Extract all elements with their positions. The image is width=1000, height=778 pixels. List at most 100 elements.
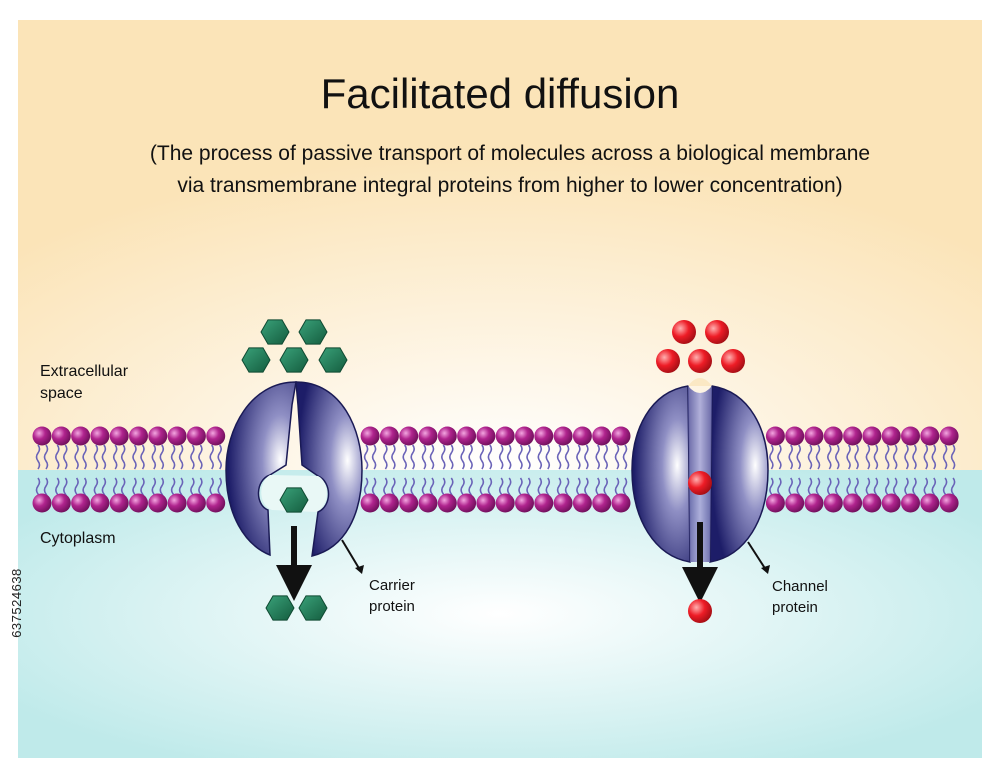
lipid-head [129, 493, 148, 513]
lipid-tail [487, 444, 493, 470]
lipid-head [495, 493, 515, 513]
lipid-head [495, 426, 515, 446]
lipid-head [785, 426, 805, 446]
lipid-tail [410, 444, 415, 470]
lipid-head [437, 493, 457, 513]
lipid-head [71, 426, 91, 446]
extracellular-label: Extracellular space [40, 361, 128, 405]
lipid-tail [82, 444, 87, 470]
lipid-tail [159, 444, 165, 470]
channel-protein-label: Channel protein [772, 576, 828, 618]
lipid-head [51, 493, 71, 513]
lipid-tail [74, 444, 79, 470]
lipid-head [611, 426, 631, 446]
lipid-head [804, 493, 824, 513]
carrier-solute-molecule [260, 319, 290, 345]
channel-solutes [656, 320, 745, 623]
lipid-tail [788, 444, 793, 470]
lipid-tail [421, 444, 427, 470]
lipid-tail [942, 444, 948, 470]
lipid-head [920, 426, 940, 446]
lipid-tail [518, 444, 523, 470]
lipid-tail [526, 444, 531, 470]
lipid-head [148, 493, 168, 513]
lipid-tail [217, 444, 222, 470]
lipid-head [901, 426, 920, 446]
carrier-protein-label: Carrier protein [369, 575, 415, 617]
lipid-tail [576, 444, 581, 470]
lipid-head [418, 493, 438, 513]
lipid-tail [391, 444, 396, 470]
lipid-head [592, 426, 612, 446]
lipid-head [109, 493, 129, 513]
lipid-tail [931, 444, 937, 470]
lipid-tail [835, 444, 840, 470]
cytoplasm-region [18, 470, 982, 758]
lipid-tail [43, 444, 49, 470]
lipid-head [823, 426, 843, 446]
lipid-head [572, 426, 592, 446]
lipid-head [109, 426, 129, 446]
lipid-tail [904, 444, 909, 470]
channel-solute-molecule [721, 349, 745, 373]
lipid-tail [140, 444, 145, 470]
lipid-tail [178, 444, 184, 470]
lipid-tail [537, 444, 543, 470]
lipid-tail [120, 444, 126, 470]
channel-solute-molecule [688, 349, 712, 373]
lipid-head [843, 493, 863, 513]
channel-label-line2: protein [772, 599, 818, 616]
lipid-tail [449, 444, 454, 470]
lipid-head [379, 493, 399, 513]
lipid-tail [363, 444, 369, 470]
lipid-head [553, 426, 573, 446]
lipid-head [186, 426, 206, 446]
lipid-head [534, 426, 554, 446]
lipid-tail [564, 444, 570, 470]
lipid-tail [892, 444, 898, 470]
lipid-tail [545, 444, 551, 470]
lipid-head [167, 493, 187, 513]
lipid-head [32, 493, 52, 513]
lipid-tail [622, 444, 628, 470]
lipid-head [129, 426, 148, 446]
lipid-tail [112, 444, 118, 470]
channel-solute-molecule [688, 471, 712, 495]
lipid-head [476, 493, 496, 513]
lipid-tail [556, 444, 562, 470]
lipid-tail [506, 444, 512, 470]
lipid-tail [55, 444, 60, 470]
lipid-tail [429, 444, 435, 470]
lipid-tail [865, 444, 871, 470]
lipid-head [32, 426, 52, 446]
lipid-tail [93, 444, 99, 470]
extracellular-label-line1: Extracellular [40, 363, 129, 380]
carrier-solute-molecule [318, 347, 348, 373]
carrier-label-line1: Carrier [369, 577, 415, 594]
lipid-tail [614, 444, 620, 470]
lipid-head [901, 493, 920, 513]
lipid-head [939, 493, 959, 513]
lipid-head [206, 493, 226, 513]
stock-id-watermark: 637524638 [9, 568, 24, 638]
lipid-head [765, 426, 785, 446]
lipid-head [592, 493, 612, 513]
lipid-tail [460, 444, 465, 470]
lipid-head [457, 426, 477, 446]
lipid-head [515, 426, 534, 446]
lipid-head [920, 493, 940, 513]
lipid-tail [132, 444, 137, 470]
lipid-tail [873, 444, 879, 470]
extracellular-region [18, 20, 982, 470]
channel-solute-molecule [688, 599, 712, 623]
lipid-head [360, 493, 380, 513]
lipid-head [881, 493, 901, 513]
lipid-tail [190, 444, 195, 470]
extracellular-label-line2: space [40, 385, 83, 402]
lipid-tail [151, 444, 157, 470]
lipid-head [71, 493, 91, 513]
lipid-head [534, 493, 554, 513]
channel-solute-molecule [656, 349, 680, 373]
lipid-head [939, 426, 959, 446]
